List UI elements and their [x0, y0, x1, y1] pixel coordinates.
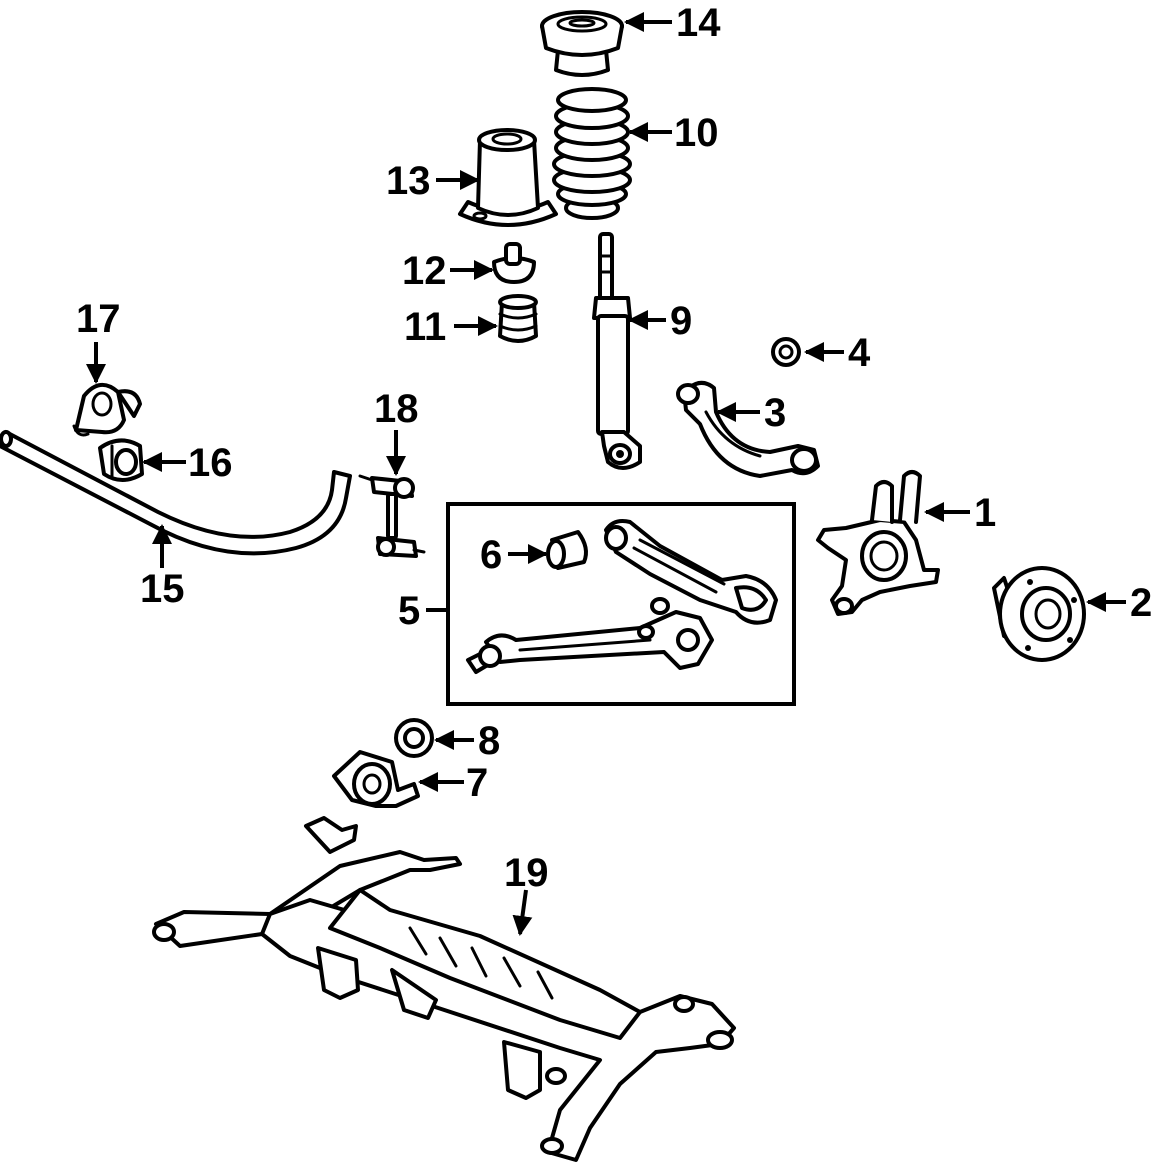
callout-11: 11 [404, 305, 446, 349]
part-7-bushing-bracket [332, 750, 420, 808]
callout-2: 2 [1130, 581, 1152, 625]
callout-12: 12 [402, 249, 447, 293]
part-13-dust-boot [458, 128, 558, 227]
part-18-stabilizer-link [358, 474, 426, 558]
part-2-hub-bearing [992, 566, 1086, 662]
part-14-spring-upper-seat [540, 10, 624, 77]
part-9-shock-absorber [592, 232, 642, 470]
part-3-upper-control-arm [676, 380, 820, 478]
part-15-stabilizer-bar [0, 430, 352, 556]
callout-15: 15 [140, 567, 185, 611]
part-19-crossmember [152, 816, 736, 1162]
callout-14: 14 [676, 1, 721, 45]
callout-7: 7 [466, 761, 488, 805]
callout-17: 17 [76, 297, 121, 341]
callout-13: 13 [386, 159, 431, 203]
callout-1: 1 [974, 491, 996, 535]
callout-10: 10 [674, 111, 719, 155]
part-4-nut [771, 337, 801, 367]
part-5-frame [446, 502, 796, 706]
callout-4: 4 [848, 331, 871, 375]
callout-9: 9 [670, 299, 692, 343]
callout-arrows [86, 12, 1126, 936]
part-8-washer [394, 718, 434, 758]
callout-18: 18 [374, 387, 419, 431]
part-10-coil-spring [552, 87, 632, 220]
callout-labels: 1 2 3 4 5 6 7 8 9 10 11 12 13 14 15 16 1… [76, 1, 1152, 895]
part-17-stabilizer-bracket [72, 383, 142, 437]
callout-16: 16 [188, 441, 233, 485]
callout-5: 5 [398, 589, 420, 633]
part-5-lower-arm-assembly [446, 502, 796, 706]
callout-19: 19 [504, 851, 549, 895]
part-16-stabilizer-bushing [98, 438, 144, 482]
part-12-bump-stop-cap [492, 242, 536, 284]
part-11-bump-stop [498, 294, 538, 343]
part-6-bushing [546, 530, 588, 570]
callout-8: 8 [478, 719, 500, 763]
callout-3: 3 [764, 391, 786, 435]
callout-6: 6 [480, 533, 502, 577]
part-1-knuckle [816, 470, 940, 616]
